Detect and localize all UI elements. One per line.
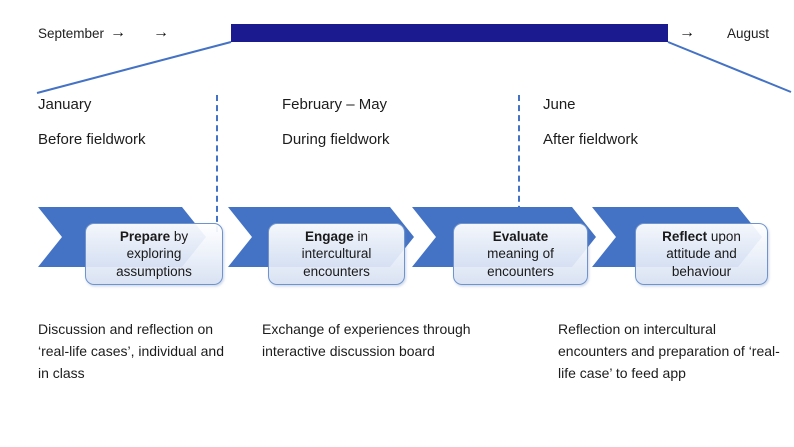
section-months-3: June [543,96,576,113]
step-keyword: Reflect [662,228,708,244]
section-months-1: January [38,96,92,113]
description-during-fieldwork: Exchange of experiences through interact… [262,321,471,359]
step-rest: by exploring assumptions [116,228,192,279]
right-arrow-icon: → [153,24,169,41]
step-box-engage: Engage in intercultural encounters [268,223,405,285]
step-text: Reflect upon attitude and behaviour [649,228,754,281]
section-phase-3: After fieldwork [543,131,639,148]
step-text: Prepare by exploring assumptions [99,228,209,281]
step-rest: in intercultural encounters [301,228,372,279]
right-arrow-icon: → [679,24,695,41]
step-text: Engage in intercultural encounters [282,228,391,281]
section-months-2: February – May [282,96,388,113]
timeline-start-label: September [38,26,105,41]
step-keyword: Prepare [119,228,171,244]
section-phase-1: Before fieldwork [38,131,146,148]
step-text: Evaluate meaning of encounters [467,228,574,281]
timeline-end-label: August [727,26,770,41]
step-keyword: Evaluate [492,228,549,244]
section-phase-2: During fieldwork [282,131,390,148]
step-rest: upon attitude and behaviour [666,228,741,279]
description-before-fieldwork: Discussion and reflection on ‘real-life … [38,321,224,381]
year-bar [231,24,668,42]
step-box-evaluate: Evaluate meaning of encounters [453,223,588,285]
step-box-reflect: Reflect upon attitude and behaviour [635,223,768,285]
section-divider-dashed-1 [216,95,218,232]
right-arrow-icon: → [110,24,126,41]
step-rest: meaning of encounters [487,246,554,279]
section-divider-dashed-2 [518,95,520,232]
step-box-prepare: Prepare by exploring assumptions [85,223,223,285]
step-keyword: Engage [304,228,354,244]
description-after-fieldwork: Reflection on intercultural encounters a… [558,321,780,381]
